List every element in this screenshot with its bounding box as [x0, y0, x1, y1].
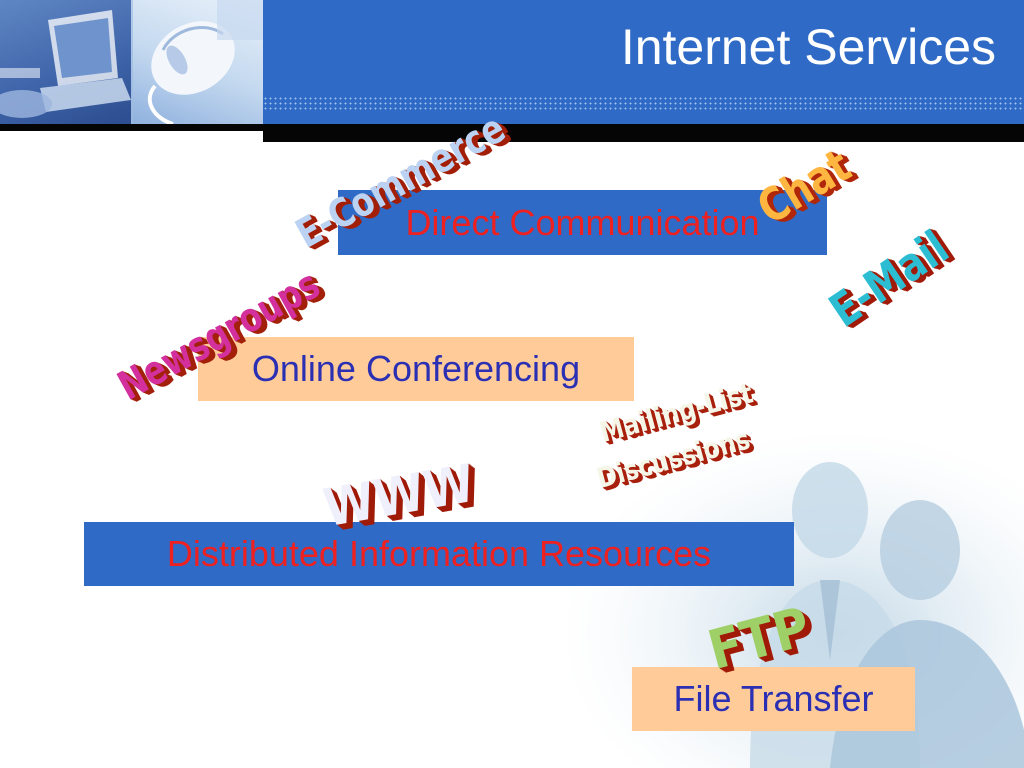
file-transfer-box: File Transfer: [632, 667, 915, 731]
chat-wordart: Chat: [747, 138, 860, 235]
distributed-information-resources-box: Distributed Information Resources: [84, 522, 794, 586]
slide-title: Internet Services: [620, 19, 996, 75]
online-conferencing-box: Online Conferencing: [198, 337, 634, 401]
mouse-photo: [133, 0, 263, 124]
header-bar: [263, 124, 1024, 142]
header-dots: [263, 96, 1024, 110]
header-photo: [0, 0, 263, 124]
email-wordart: E-Mail: [819, 219, 958, 338]
laptop-photo: [0, 0, 131, 124]
direct-communication-box: Direct Communication: [338, 190, 827, 255]
header-line: [0, 124, 263, 131]
